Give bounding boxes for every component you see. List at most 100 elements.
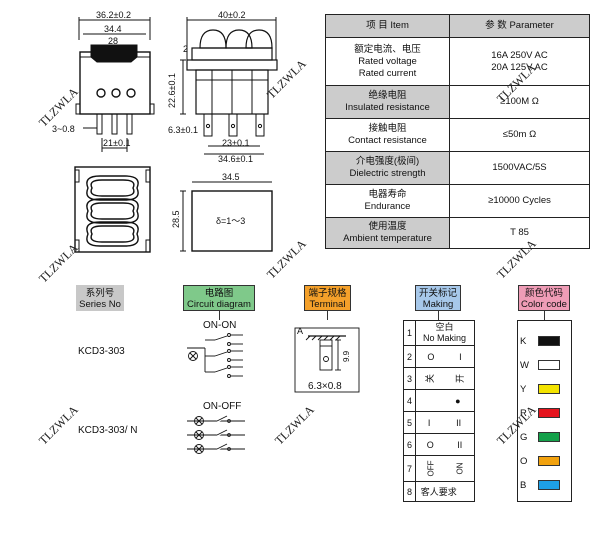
color-row-w: W bbox=[518, 355, 571, 375]
making-mark: No Making bbox=[422, 333, 467, 343]
header-color-en: Color code bbox=[521, 299, 567, 310]
making-row-7: 7 OFF ON bbox=[404, 455, 474, 481]
color-swatch bbox=[538, 432, 560, 442]
color-code: R bbox=[520, 407, 527, 419]
header-circuit: 电路图 Circuit diagram bbox=[183, 285, 255, 311]
making-mark: 开 bbox=[454, 373, 465, 384]
making-mark: I bbox=[427, 417, 431, 428]
making-row-8: 8 客人要求 bbox=[404, 481, 474, 501]
watermark: TLZWLA bbox=[35, 402, 81, 448]
color-row-r: R bbox=[518, 403, 571, 423]
connector-line bbox=[219, 311, 220, 320]
color-row-y: Y bbox=[518, 379, 571, 399]
dim-side-pin: 6.3±0.1 bbox=[168, 125, 198, 135]
circuit-label-1: ON-ON bbox=[203, 320, 237, 331]
header-parameter: 参 数 Parameter bbox=[449, 15, 589, 37]
param-value: 16A 250V AC bbox=[491, 49, 548, 61]
param-label-en: Ambient temperature bbox=[343, 233, 432, 244]
top-view-drawing bbox=[74, 17, 278, 253]
param-label-en: Dielectric strength bbox=[349, 168, 426, 179]
dim-top-small: 28 bbox=[108, 36, 119, 46]
param-label-zh: 绝缘电阻 bbox=[368, 90, 407, 101]
parameter-table-header: 项 目 Item 参 数 Parameter bbox=[326, 15, 589, 37]
color-code: O bbox=[520, 455, 528, 467]
circuit-diagram-on-off bbox=[187, 414, 245, 454]
dim-side-span2: 34.6±0.1 bbox=[218, 154, 253, 164]
connector-line bbox=[544, 311, 545, 320]
dim-side-height: 22.6±0.1 bbox=[167, 73, 177, 108]
making-mark: O bbox=[426, 439, 434, 450]
param-label-zh: 使用温度 bbox=[368, 221, 407, 232]
header-series: 系列号 Series No bbox=[76, 285, 124, 311]
making-num: 1 bbox=[404, 321, 416, 345]
color-row-o: O bbox=[518, 451, 571, 471]
header-series-zh: 系列号 bbox=[85, 288, 115, 299]
dim-side-top: 2 bbox=[183, 44, 189, 54]
header-making-en: Making bbox=[422, 299, 454, 310]
circuit-label-2: ON-OFF bbox=[203, 401, 242, 412]
header-circuit-zh: 电路图 bbox=[204, 288, 234, 299]
dim-top-width: 36.2±0.2 bbox=[96, 10, 131, 20]
making-row-4: 4 ● bbox=[404, 389, 474, 411]
color-swatch bbox=[538, 456, 560, 466]
making-mark: II bbox=[457, 439, 463, 450]
making-num: 8 bbox=[404, 482, 416, 501]
making-num: 3 bbox=[404, 368, 416, 389]
param-value: T 85 bbox=[510, 227, 529, 238]
param-value: ≥100M Ω bbox=[500, 96, 539, 107]
header-color: 颜色代码 Color code bbox=[518, 285, 570, 311]
color-row-b: B bbox=[518, 475, 571, 495]
param-label-zh: 介电强度(极间) bbox=[355, 156, 420, 167]
param-label-zh: 额定电流、电压 bbox=[354, 43, 421, 55]
header-color-zh: 颜色代码 bbox=[524, 288, 563, 299]
terminal-size: 6.3×0.8 bbox=[308, 381, 342, 392]
param-value2: 20A 125V AC bbox=[491, 61, 548, 73]
color-row-g: G bbox=[518, 427, 571, 447]
making-num: 2 bbox=[404, 346, 416, 367]
param-label-en: Contact resistance bbox=[348, 135, 427, 146]
header-making-zh: 开关标记 bbox=[418, 288, 457, 299]
header-item: 项 目 Item bbox=[366, 20, 409, 31]
dim-top-inner: 34.4 bbox=[104, 24, 122, 34]
color-code: Y bbox=[520, 383, 527, 395]
color-table: K W Y R G O B bbox=[517, 320, 572, 502]
terminal-label: A bbox=[297, 326, 304, 336]
color-code: G bbox=[520, 431, 528, 443]
param-value: ≤50m Ω bbox=[502, 129, 537, 140]
param-label-en2: Rated current bbox=[358, 67, 417, 79]
terminal-height: 9.9 bbox=[342, 350, 351, 362]
making-mark: ON bbox=[455, 462, 465, 475]
making-mark: OFF bbox=[426, 460, 436, 477]
making-mark: I bbox=[459, 351, 462, 362]
making-num: 7 bbox=[404, 456, 416, 481]
header-circuit-en: Circuit diagram bbox=[187, 299, 251, 310]
making-mark: 客人要求 bbox=[420, 487, 457, 497]
dim-pin-thick: 3~0.8 bbox=[52, 124, 75, 134]
terminal-drawing bbox=[294, 327, 360, 393]
making-row-3: 3 关 开 bbox=[404, 367, 474, 389]
making-num: 4 bbox=[404, 390, 416, 411]
making-mark: 关 bbox=[425, 373, 436, 384]
making-mark: 空白 bbox=[435, 322, 454, 332]
making-num: 5 bbox=[404, 412, 416, 433]
watermark: TLZWLA bbox=[271, 402, 317, 448]
making-mark: II bbox=[456, 417, 462, 428]
color-swatch bbox=[538, 384, 560, 394]
color-swatch bbox=[538, 480, 560, 490]
header-series-en: Series No bbox=[79, 299, 121, 310]
dim-pin-span: 21±0.1 bbox=[103, 138, 131, 148]
dim-panel-thickness: δ=1～3 bbox=[216, 216, 246, 226]
connector-line bbox=[438, 311, 439, 320]
dim-panel-width: 34.5 bbox=[222, 172, 240, 182]
header-terminal: 端子规格 Terminal bbox=[304, 285, 351, 311]
color-swatch bbox=[538, 360, 560, 370]
